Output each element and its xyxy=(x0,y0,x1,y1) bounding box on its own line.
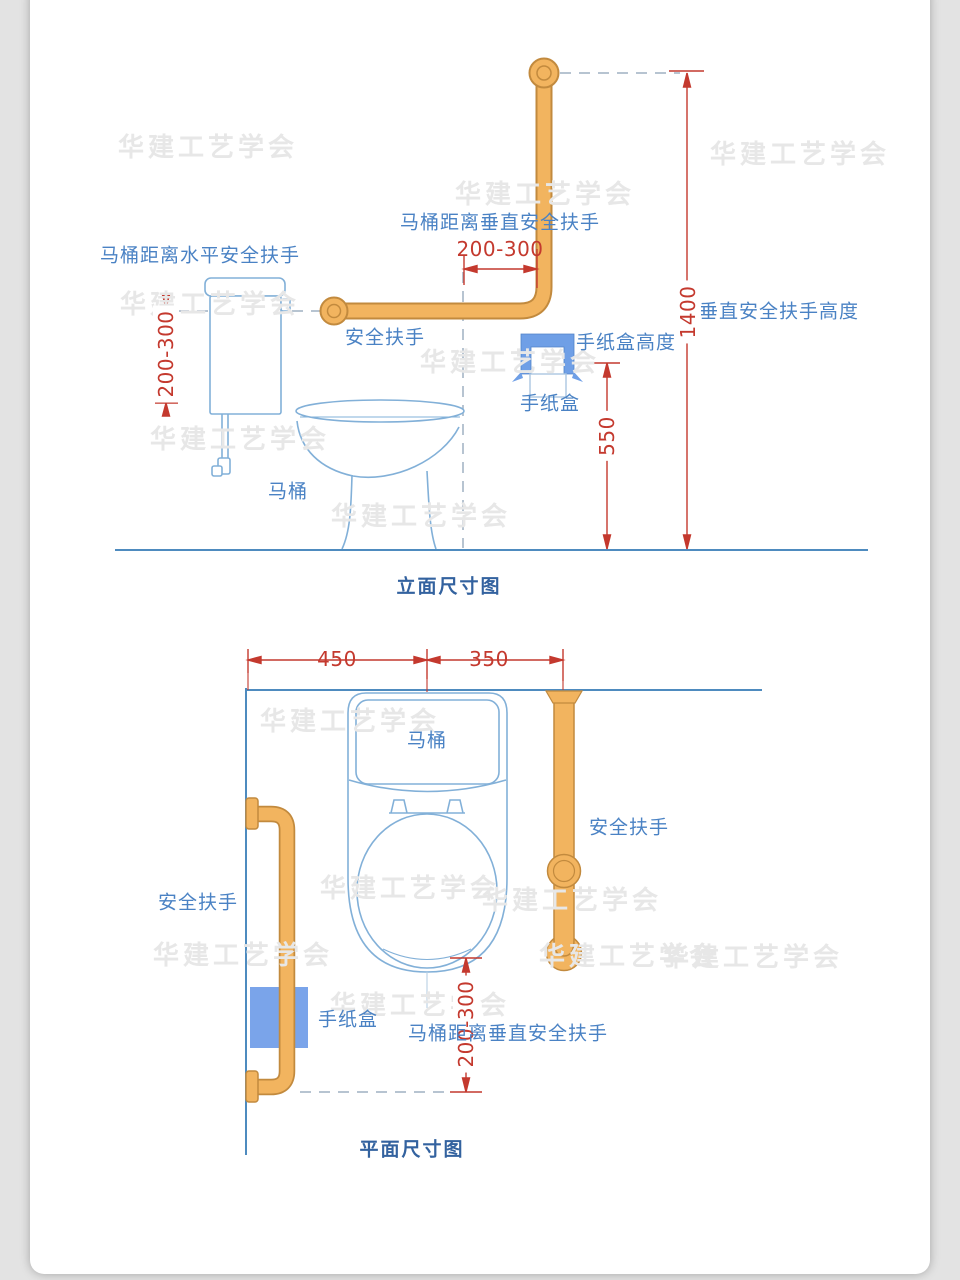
label-paper-box-elevation: 手纸盒 xyxy=(519,392,581,415)
watermark: 华建工艺学会 xyxy=(149,425,331,455)
elevation-caption: 立面尺寸图 xyxy=(396,575,502,598)
watermark: 华建工艺学会 xyxy=(259,707,441,737)
paper-box-elevation xyxy=(512,333,583,398)
label-toilet-to-vertical-bar-plan: 马桶距离垂直安全扶手 xyxy=(407,1022,609,1045)
label-toilet-to-horizontal-bar: 马桶距离水平安全扶手 xyxy=(99,244,301,267)
label-grab-bar-elevation: 安全扶手 xyxy=(344,326,426,349)
dim-toilet-to-vertical-bar: 200-300 xyxy=(456,237,544,261)
watermark: 华建工艺学会 xyxy=(538,942,720,972)
label-grab-bar-plan-left: 安全扶手 xyxy=(157,891,239,914)
label-paper-box-height: 手纸盒高度 xyxy=(575,331,677,354)
dim-vertical-bar-height: 1400 xyxy=(675,280,701,344)
watermark: 华建工艺学会 xyxy=(454,180,636,210)
watermark: 华建工艺学会 xyxy=(152,941,334,971)
dim-wall-to-toilet-center: 450 xyxy=(317,647,357,671)
toilet-plan xyxy=(347,692,508,1008)
watermark: 华建工艺学会 xyxy=(709,140,891,170)
watermark: 华建工艺学会 xyxy=(419,348,601,378)
grab-bar-plan-right xyxy=(544,690,584,972)
watermark: 华建工艺学会 xyxy=(481,886,663,916)
watermark: 华建工艺学会 xyxy=(117,133,299,163)
label-toilet-elevation: 马桶 xyxy=(267,480,309,503)
plan-caption: 平面尺寸图 xyxy=(359,1138,465,1161)
watermark: 华建工艺学会 xyxy=(330,502,512,532)
grab-bar-plan-left xyxy=(245,797,296,1103)
label-toilet-plan: 马桶 xyxy=(406,729,448,752)
toilet-elevation xyxy=(204,277,465,550)
label-vertical-bar-height: 垂直安全扶手高度 xyxy=(698,300,860,323)
watermark: 华建工艺学会 xyxy=(662,943,844,973)
dim-toilet-to-horizontal-bar: 200-300 xyxy=(153,305,179,403)
label-paper-box-plan: 手纸盒 xyxy=(317,1008,379,1031)
dim-toilet-center-to-bar: 350 xyxy=(469,647,509,671)
image-card xyxy=(30,0,930,1274)
dim-paper-box-height: 550 xyxy=(594,411,620,461)
watermark: 华建工艺学会 xyxy=(119,290,301,320)
grab-bar-elevation xyxy=(319,57,560,326)
label-grab-bar-plan-right: 安全扶手 xyxy=(588,816,670,839)
watermark: 华建工艺学会 xyxy=(319,874,501,904)
label-toilet-to-vertical-bar: 马桶距离垂直安全扶手 xyxy=(399,211,601,234)
